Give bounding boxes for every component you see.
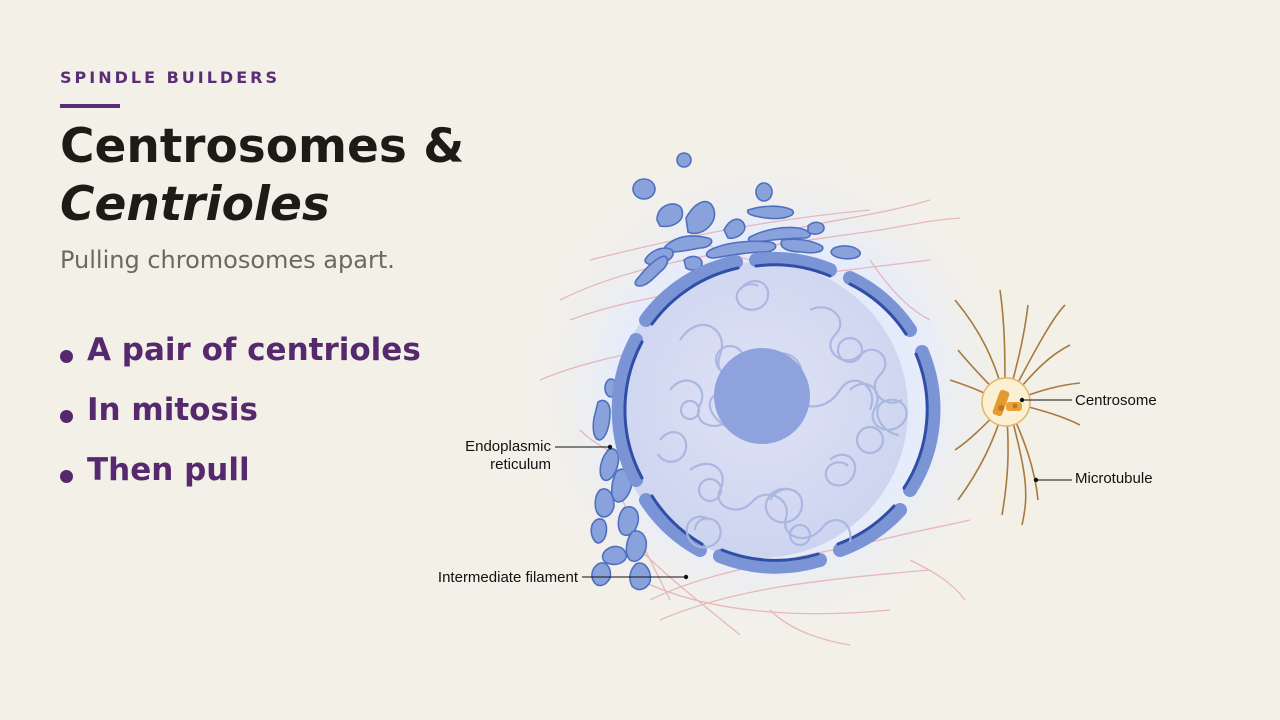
nucleus xyxy=(611,251,941,574)
label-er-line2: reticulum xyxy=(490,456,551,473)
cell-diagram: Endoplasmic reticulum Intermediate filam… xyxy=(438,140,1157,655)
title-line-2: Centrioles xyxy=(60,177,330,232)
bullet-text: A pair of centrioles xyxy=(87,332,421,368)
kicker-underline xyxy=(60,104,120,108)
bullet-dot-icon xyxy=(60,349,73,363)
leader-lines xyxy=(555,399,1072,578)
nuclear-envelope xyxy=(611,251,941,574)
slide-title: Centrosomes & Centrioles xyxy=(60,118,464,234)
chromatin xyxy=(657,279,908,549)
bullet-dot-icon xyxy=(60,409,73,423)
label-er-line1: Endoplasmic xyxy=(465,438,551,455)
bullet-dot-icon xyxy=(60,469,73,483)
centrosome xyxy=(981,377,1031,427)
section-kicker: SPINDLE BUILDERS xyxy=(60,68,280,87)
title-line-1: Centrosomes & xyxy=(60,119,465,174)
bullet-item: In mitosis xyxy=(60,380,421,440)
bullet-item: A pair of centrioles xyxy=(60,320,421,380)
label-intermediate-filament: Intermediate filament xyxy=(438,569,579,586)
nucleolus xyxy=(714,348,810,444)
leader-dots xyxy=(607,397,1039,580)
slide-subtitle: Pulling chromosomes apart. xyxy=(60,246,395,274)
bullet-item: Then pull xyxy=(60,440,421,500)
label-microtubule: Microtubule xyxy=(1075,470,1153,487)
bullet-text: Then pull xyxy=(87,452,250,488)
bullet-list: A pair of centrioles In mitosis Then pul… xyxy=(60,320,421,500)
bullet-text: In mitosis xyxy=(87,392,258,428)
label-centrosome: Centrosome xyxy=(1075,392,1157,409)
